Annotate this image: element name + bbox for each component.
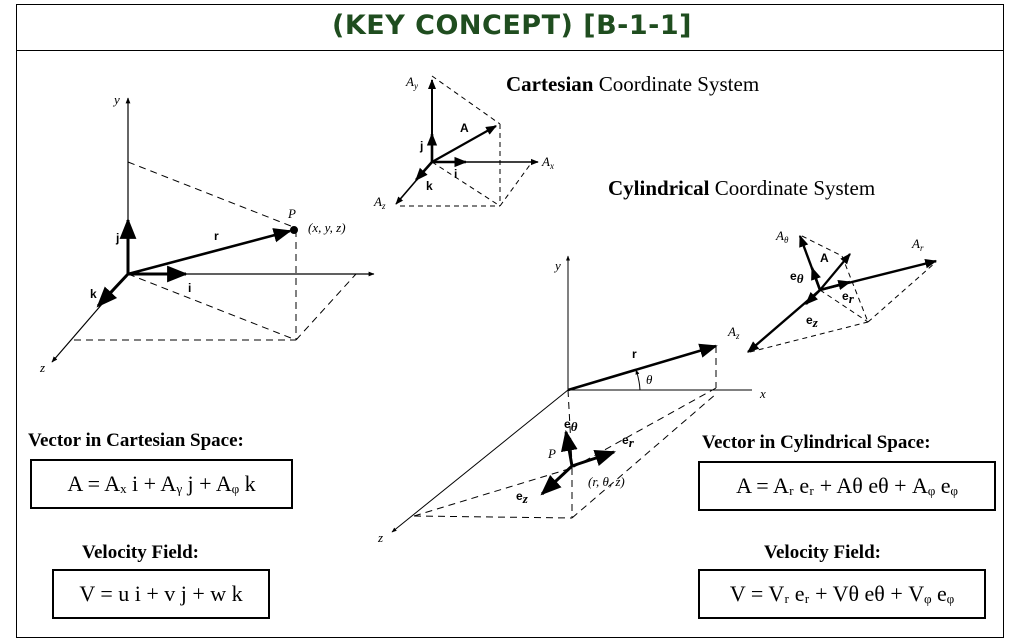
cartesian-vector-header: Vector in Cartesian Space:	[28, 430, 244, 451]
cylindrical-large-diagram	[391, 255, 752, 533]
position-vector-r	[127, 228, 292, 276]
point-p	[290, 226, 298, 234]
unit-vector-k	[96, 272, 130, 308]
cartesian-large-diagram	[51, 97, 375, 363]
k-label: k	[90, 287, 97, 301]
small-ax-label: Ax	[541, 154, 554, 171]
small-cyl-az-label: Az	[727, 324, 740, 341]
small-i-label: i	[454, 167, 457, 181]
small-k-label: k	[426, 179, 433, 193]
cartesian-vector-equation: A = Aₓ i + Aᵧ j + Aᵩ k	[30, 459, 293, 509]
cylindrical-velocity-header: Velocity Field:	[764, 542, 881, 563]
cyl-p-label: P	[547, 446, 556, 461]
small-az-label: Az	[373, 194, 386, 211]
small-etheta-label: eθ	[790, 269, 804, 286]
i-label: i	[188, 281, 191, 295]
small-ar-label: Ar	[911, 236, 924, 253]
cyl-er-label: er	[622, 433, 635, 450]
cylindrical-vector-equation: A = Aᵣ eᵣ + Aθ eθ + Aᵩ eᵩ	[698, 461, 996, 511]
cyl-p-coordinates: (r, θ, z)	[588, 474, 625, 489]
cyl-z-axis-label: z	[377, 530, 383, 545]
j-label: j	[115, 231, 119, 245]
cartesian-system-label: Cartesian Coordinate System	[506, 72, 760, 96]
small-ez-label: ez	[806, 313, 819, 330]
cartesian-velocity-header: Velocity Field:	[82, 542, 199, 563]
y-axis-label: y	[112, 92, 120, 107]
r-label: r	[214, 229, 219, 243]
cylindrical-velocity-equation: V = Vᵣ eᵣ + Vθ eθ + Vᵩ eᵩ	[698, 569, 986, 619]
page-frame	[16, 4, 1004, 638]
page-title: (KEY CONCEPT) [B-1-1]	[332, 10, 692, 41]
small-a-label: A	[460, 121, 469, 135]
small-j-label: j	[419, 139, 423, 153]
title-divider	[16, 50, 1004, 51]
small-atheta-label: Aθ	[775, 228, 789, 245]
small-ay-label: Ay	[405, 74, 418, 91]
cyl-theta-label: θ	[646, 372, 653, 387]
small-er-label: er	[842, 289, 855, 306]
cylindrical-small-diagram	[747, 234, 938, 353]
cyl-ez-label: ez	[516, 489, 529, 506]
cyl-r-label: r	[632, 347, 637, 361]
cyl-y-axis-label: y	[553, 258, 561, 273]
z-axis-label: z	[39, 360, 45, 375]
cartesian-small-diagram	[395, 75, 539, 207]
cyl-etheta-label: eθ	[564, 417, 578, 434]
small-cyl-a-label: A	[820, 251, 829, 265]
p-label: P	[287, 206, 296, 221]
cyl-x-axis-label: x	[759, 386, 766, 401]
cylindrical-vector-header: Vector in Cylindrical Space:	[702, 432, 931, 453]
cylindrical-system-label: Cylindrical Coordinate System	[608, 176, 876, 200]
p-coordinates: (x, y, z)	[308, 220, 346, 235]
cartesian-velocity-equation: V = u i + v j + w k	[52, 569, 270, 619]
